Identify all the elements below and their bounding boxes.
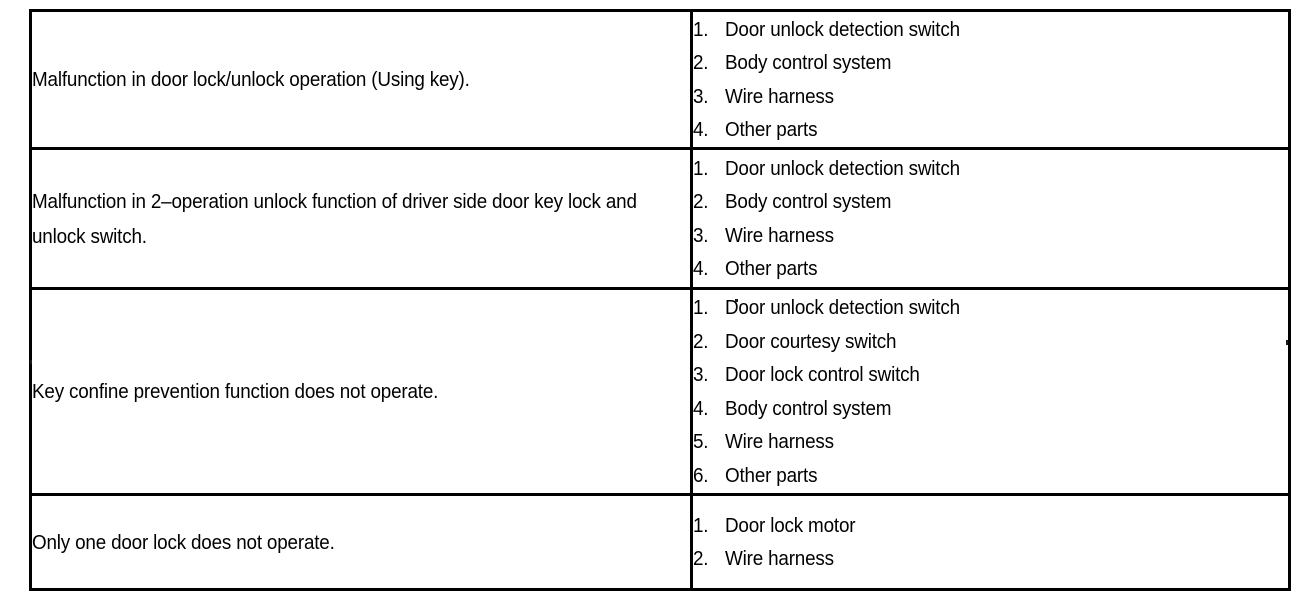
list-item-label: Body control system bbox=[725, 51, 892, 74]
list-item: 4. Body control system bbox=[693, 392, 1288, 426]
list-item: 3. Wire harness bbox=[693, 219, 1288, 253]
list-item-label: Body control system bbox=[725, 190, 892, 213]
list-item-label: Wire harness bbox=[725, 84, 834, 108]
list-item: 2. Body control system bbox=[693, 46, 1288, 80]
list-item-number: 5. bbox=[693, 430, 709, 453]
list-item-number: 3. bbox=[693, 363, 709, 386]
list-item-label: Wire harness bbox=[725, 430, 834, 453]
list-item: 1. Door unlock detection switch bbox=[693, 291, 1288, 325]
symptom-text: Malfunction in 2–operation unlock functi… bbox=[32, 189, 637, 248]
table-row: Only one door lock does not operate. 1. … bbox=[29, 493, 1291, 591]
list-item: 4. Other parts bbox=[693, 252, 1288, 286]
symptom-cell: Only one door lock does not operate. bbox=[29, 493, 693, 591]
list-item-number: 4. bbox=[693, 396, 709, 420]
list-item-number: 1. bbox=[693, 296, 709, 319]
list-item-number: 1. bbox=[693, 156, 709, 180]
list-item: 4. Other parts bbox=[693, 113, 1288, 147]
list-item-label: Body control system bbox=[725, 396, 892, 420]
symptom-cell: Key confine prevention function does not… bbox=[29, 287, 693, 496]
symptom-parts-table: Malfunction in door lock/unlock operatio… bbox=[29, 9, 1291, 591]
symptom-cell: Malfunction in door lock/unlock operatio… bbox=[29, 9, 693, 150]
parts-list: 1. Door lock motor 2. Wire harness bbox=[693, 509, 1288, 576]
symptom-text: Malfunction in door lock/unlock operatio… bbox=[32, 68, 470, 91]
list-item: 2. Door courtesy switch bbox=[693, 325, 1288, 359]
parts-cell: 1. Door lock motor 2. Wire harness bbox=[690, 493, 1291, 591]
table-row: Malfunction in door lock/unlock operatio… bbox=[29, 9, 1291, 150]
list-item-label: Wire harness bbox=[725, 223, 834, 247]
list-item: 6. Other parts bbox=[693, 459, 1288, 493]
symptom-cell: Malfunction in 2–operation unlock functi… bbox=[29, 147, 693, 290]
symptom-text: Only one door lock does not operate. bbox=[32, 530, 335, 554]
list-item-number: 2. bbox=[693, 329, 709, 353]
list-item: 1. Door unlock detection switch bbox=[693, 13, 1288, 47]
list-item: 1. Door lock motor bbox=[693, 509, 1288, 543]
list-item: 2. Wire harness bbox=[693, 542, 1288, 576]
list-item: 3. Wire harness bbox=[693, 80, 1288, 114]
list-item-number: 1. bbox=[693, 17, 709, 41]
parts-cell: 1. Door unlock detection switch 2. Body … bbox=[690, 147, 1291, 290]
list-item-label: Other parts bbox=[725, 257, 818, 280]
table-row: Malfunction in 2–operation unlock functi… bbox=[29, 147, 1291, 290]
parts-cell: 1. Door unlock detection switch 2. Body … bbox=[690, 9, 1291, 150]
list-item-number: 2. bbox=[693, 190, 709, 213]
table-row: Key confine prevention function does not… bbox=[29, 287, 1291, 496]
symptom-text: Key confine prevention function does not… bbox=[32, 380, 439, 403]
list-item-label: Door lock control switch bbox=[725, 363, 920, 386]
list-item-number: 4. bbox=[693, 257, 709, 280]
list-item-label: Door courtesy switch bbox=[725, 329, 897, 353]
list-item-label: Wire harness bbox=[725, 547, 834, 570]
list-item-label: Door unlock detection switch bbox=[725, 296, 960, 319]
list-item-number: 3. bbox=[693, 84, 709, 108]
parts-list: 1. Door unlock detection switch 2. Body … bbox=[693, 13, 1288, 147]
list-item-number: 2. bbox=[693, 547, 709, 570]
list-item: 5. Wire harness bbox=[693, 425, 1288, 459]
list-item: 3. Door lock control switch bbox=[693, 358, 1288, 392]
parts-cell: 1. Door unlock detection switch 2. Door … bbox=[690, 287, 1291, 496]
list-item-label: Other parts bbox=[725, 118, 818, 141]
list-item-label: Door unlock detection switch bbox=[725, 17, 960, 41]
list-item-label: Door unlock detection switch bbox=[725, 156, 960, 180]
list-item: 2. Body control system bbox=[693, 185, 1288, 219]
list-item-number: 6. bbox=[693, 463, 709, 487]
parts-list: 1. Door unlock detection switch 2. Body … bbox=[693, 152, 1288, 286]
list-item-number: 1. bbox=[693, 513, 709, 537]
list-item: 1. Door unlock detection switch bbox=[693, 152, 1288, 186]
list-item-number: 3. bbox=[693, 223, 709, 247]
parts-list: 1. Door unlock detection switch 2. Door … bbox=[693, 291, 1288, 492]
list-item-number: 2. bbox=[693, 51, 709, 74]
list-item-number: 4. bbox=[693, 118, 709, 141]
list-item-label: Door lock motor bbox=[725, 513, 856, 537]
list-item-label: Other parts bbox=[725, 463, 818, 487]
